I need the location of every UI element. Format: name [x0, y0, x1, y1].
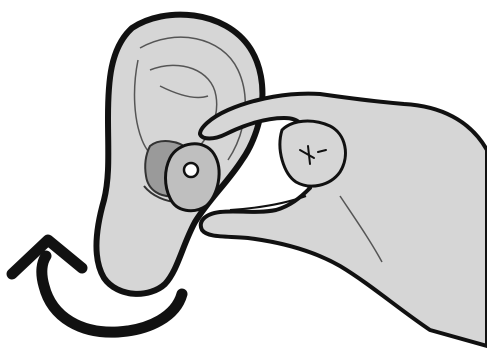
earplug-icon: [166, 144, 220, 211]
earplug-center: [184, 163, 198, 177]
hand-thumb: [280, 121, 345, 186]
